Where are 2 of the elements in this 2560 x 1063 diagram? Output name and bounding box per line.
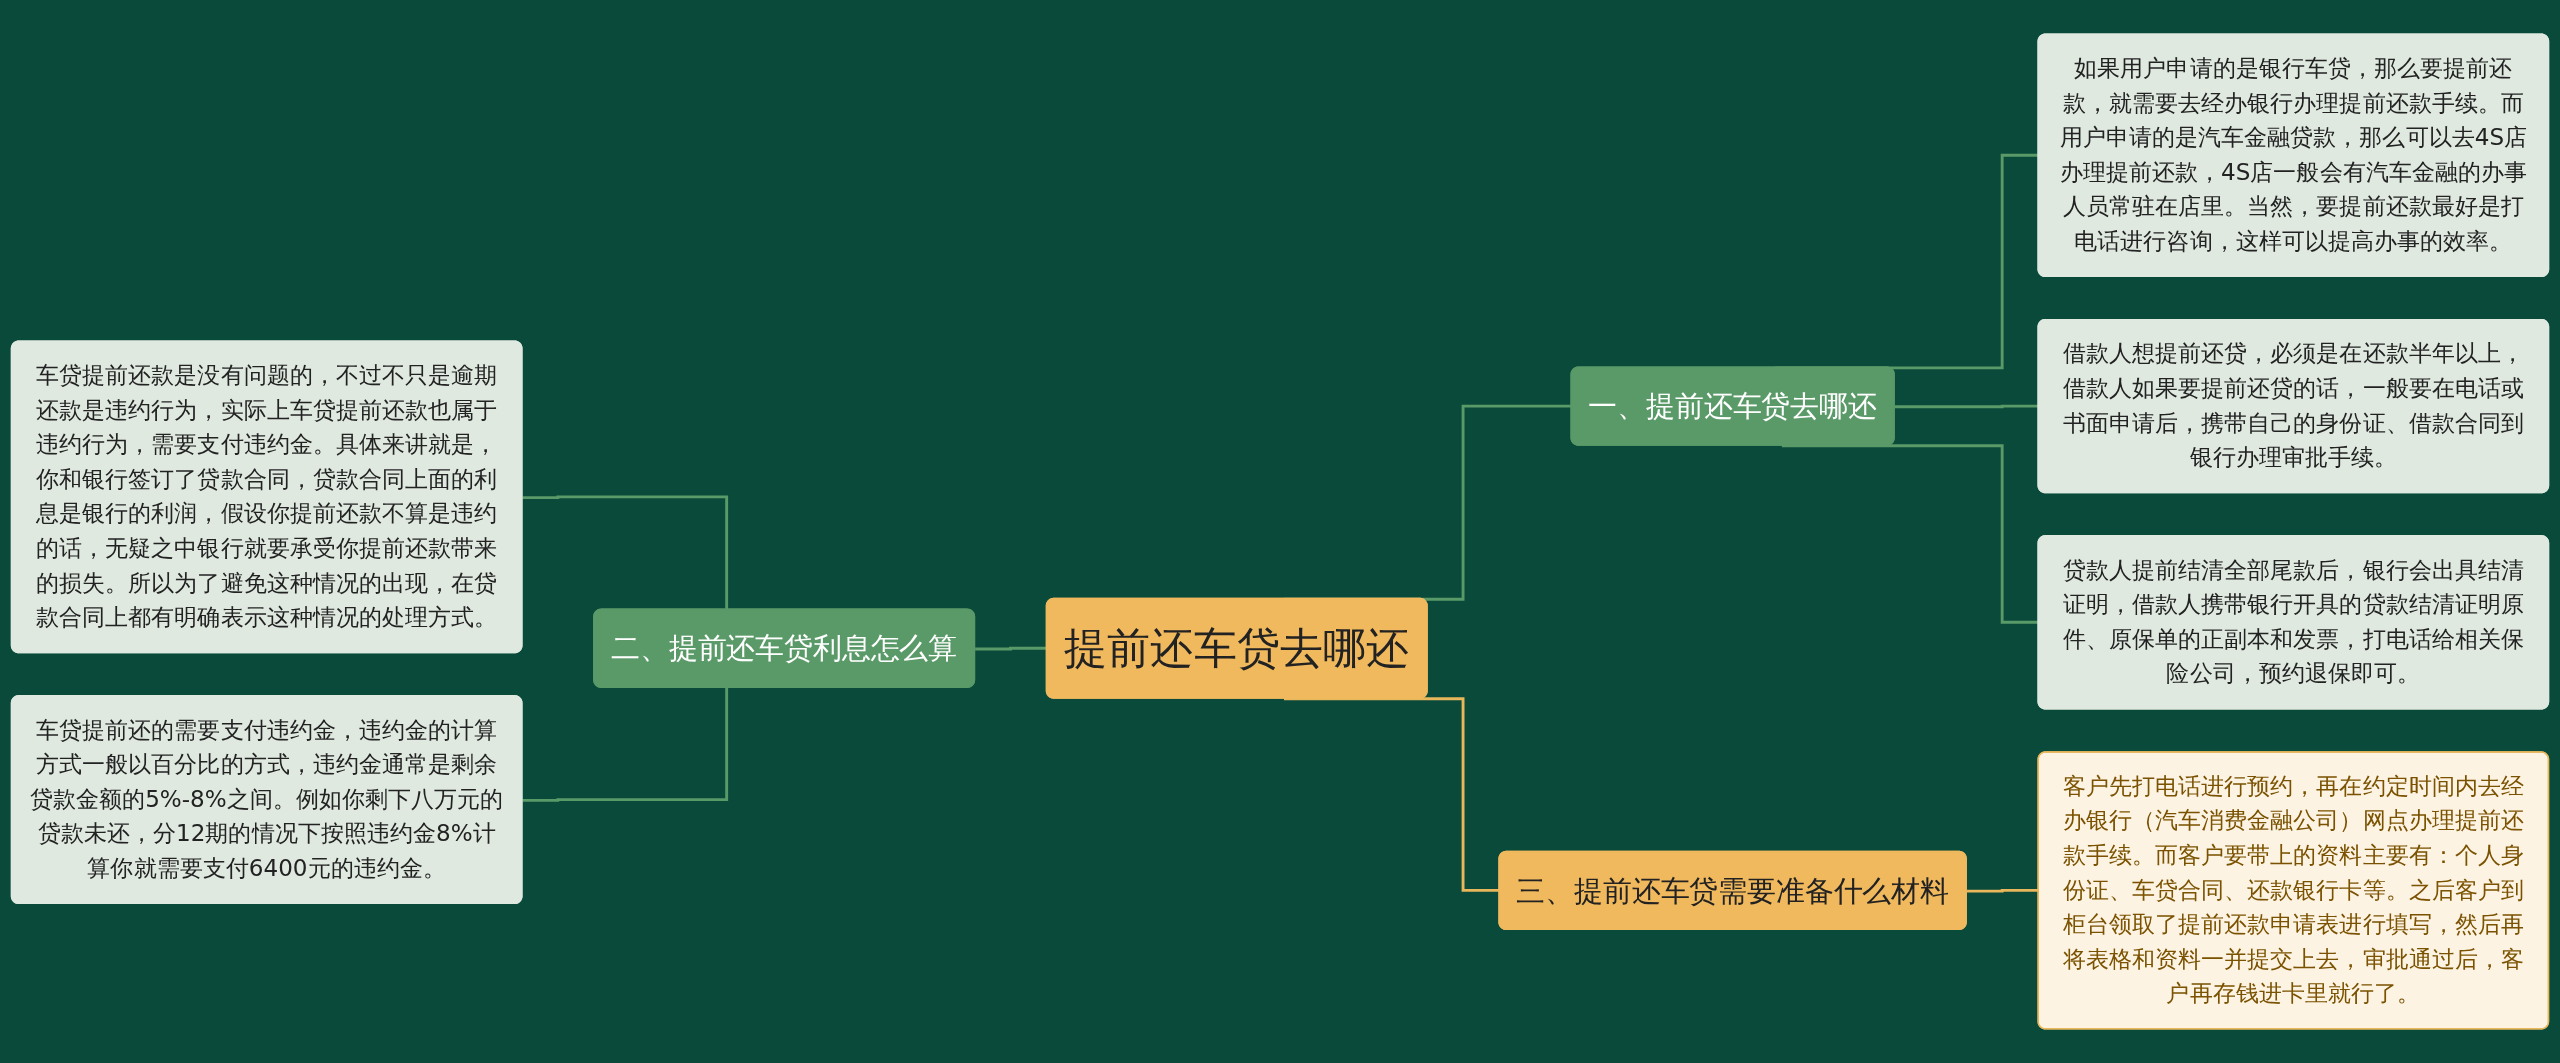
- connector: [522, 687, 729, 802]
- connector: [522, 495, 729, 611]
